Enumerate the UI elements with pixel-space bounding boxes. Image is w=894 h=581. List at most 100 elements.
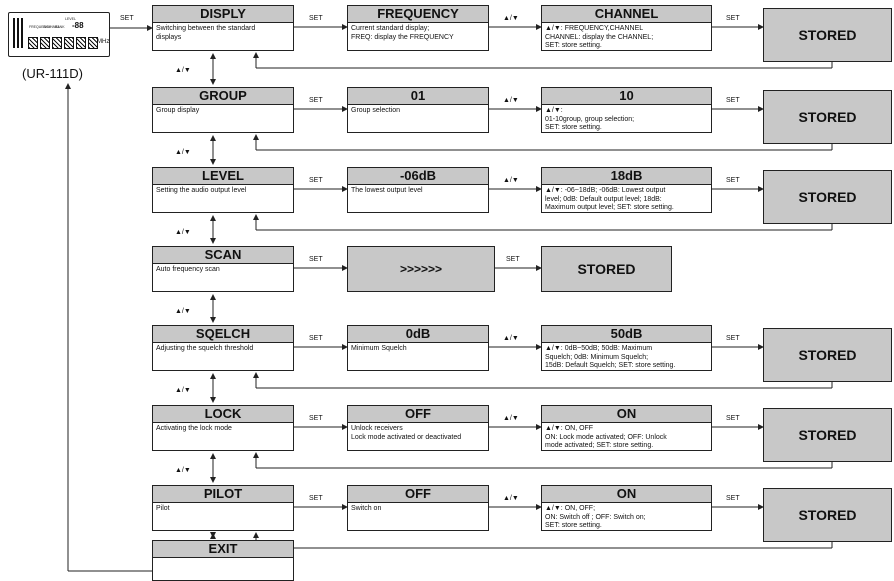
option-0-step3-description: ▲/▼: FREQUENCY,CHANNEL CHANNEL: display …: [545, 25, 654, 49]
stored-box-5: STORED: [763, 408, 892, 462]
option-2-step3: 18dB▲/▼: -06~18dB; -06dB: Lowest output …: [541, 167, 712, 213]
updown-label-6: ▲/▼: [503, 495, 519, 502]
updown-nav-label-0: ▲/▼: [175, 67, 191, 74]
menu-level-title: LEVEL: [153, 168, 293, 185]
option-5-step3-title: ON: [542, 406, 711, 423]
set-label3-4: SET: [726, 335, 740, 342]
updown-label-1: ▲/▼: [503, 97, 519, 104]
option-0-step3: CHANNEL ▲/▼: FREQUENCY,CHANNEL CHANNEL: d…: [541, 5, 712, 51]
updown-label-5: ▲/▼: [503, 415, 519, 422]
option-4-step3-description: ▲/▼: 0dB~50dB; 50dB: Maximum Squelch; 0d…: [545, 345, 676, 369]
set-label-0: SET: [309, 15, 323, 22]
menu-scan: SCAN Auto frequency scan: [152, 246, 294, 292]
option-2-step2-description: The lowest output level: [351, 187, 423, 194]
stored-box-6: STORED: [763, 488, 892, 542]
menu-pilot-title: PILOT: [153, 486, 293, 503]
option-2-step2: -06dB The lowest output level: [347, 167, 489, 213]
updown-label-4: ▲/▼: [503, 335, 519, 342]
set-label2-3: SET: [506, 256, 520, 263]
updown-nav-label-3: ▲/▼: [175, 308, 191, 315]
stored-box-4: STORED: [763, 328, 892, 382]
display-cells: [28, 37, 98, 49]
set-label-4: SET: [309, 335, 323, 342]
menu-disply: DISPLY Switching between the standard dis…: [152, 5, 294, 51]
set-label3-6: SET: [726, 495, 740, 502]
option-6-step3-description: ▲/▼: ON, OFF; ON: Switch off ; OFF: Swit…: [545, 505, 646, 529]
option-6-step3-title: ON: [542, 486, 711, 503]
option-6-step2: OFF Switch on: [347, 485, 489, 531]
signal-bars-icon: [13, 18, 23, 48]
device-set-label: SET: [120, 15, 134, 22]
menu-sqelch-description: Adjusting the squelch threshold: [156, 345, 254, 352]
stored-box-3: STORED: [541, 246, 672, 292]
option-2-step3-title: 18dB: [542, 168, 711, 185]
option-0-step2: FREQUENCY Current standard display; FREQ:…: [347, 5, 489, 51]
option-5-step3: ON ▲/▼: ON, OFF ON: Lock mode activated; …: [541, 405, 712, 451]
option-1-step3-description: ▲/▼: 01-10group, group selection; SET: s…: [545, 107, 635, 131]
tiny-label-level: LEVEL: [65, 17, 76, 21]
option-4-step2-title: 0dB: [348, 326, 488, 343]
menu-level-description: Setting the audio output level: [156, 187, 247, 194]
option-4-step3: 50dB ▲/▼: 0dB~50dB; 50dB: Maximum Squelch…: [541, 325, 712, 371]
tiny-label-frequency: FREQUENCY: [29, 25, 51, 29]
tiny-label-bank: BANK: [55, 25, 65, 29]
set-label3-5: SET: [726, 415, 740, 422]
set-label-5: SET: [309, 415, 323, 422]
option-5-step2-description: Unlock receivers Lock mode activated or …: [351, 425, 462, 441]
option-6-step3: ON ▲/▼: ON, OFF; ON: Switch off ; OFF: Sw…: [541, 485, 712, 531]
menu-sqelch: SQELCH Adjusting the squelch threshold: [152, 325, 294, 371]
menu-scan-title: SCAN: [153, 247, 293, 264]
unit-label: MHz: [97, 39, 110, 45]
option-4-step2-description: Minimum Squelch: [351, 345, 407, 352]
menu-lock-description: Activating the lock mode: [156, 425, 232, 432]
menu-exit: EXIT: [152, 540, 294, 581]
option-5-step3-description: ▲/▼: ON, OFF ON: Lock mode activated; OF…: [545, 425, 667, 449]
option-0-step2-description: Current standard display; FREQ: display …: [351, 25, 454, 41]
option-4-step2: 0dB Minimum Squelch: [347, 325, 489, 371]
set-label-2: SET: [309, 177, 323, 184]
updown-nav-label-5: ▲/▼: [175, 467, 191, 474]
option-1-step2-title: 01: [348, 88, 488, 105]
option-0-step3-title: CHANNEL: [542, 6, 711, 23]
option-5-step2-title: OFF: [348, 406, 488, 423]
option-1-step3-title: 10: [542, 88, 711, 105]
menu-lock: LOCK Activating the lock mode: [152, 405, 294, 451]
set-label3-2: SET: [726, 177, 740, 184]
option-6-step2-title: OFF: [348, 486, 488, 503]
set-label3-1: SET: [726, 97, 740, 104]
set-label-3: SET: [309, 256, 323, 263]
segment-digits: -88: [72, 21, 84, 30]
stored-box-2: STORED: [763, 170, 892, 224]
option-2-step2-title: -06dB: [348, 168, 488, 185]
updown-label-0: ▲/▼: [503, 15, 519, 22]
option-4-step3-title: 50dB: [542, 326, 711, 343]
updown-nav-label-4: ▲/▼: [175, 387, 191, 394]
updown-nav-label-2: ▲/▼: [175, 229, 191, 236]
option-1-step3: 10 ▲/▼: 01-10group, group selection; SET:…: [541, 87, 712, 133]
stored-box-1: STORED: [763, 90, 892, 144]
set-label-1: SET: [309, 97, 323, 104]
option-5-step2: OFF Unlock receivers Lock mode activated …: [347, 405, 489, 451]
menu-disply-description: Switching between the standard displays: [156, 25, 256, 41]
scan-progress: >>>>>>: [347, 246, 495, 292]
updown-label-2: ▲/▼: [503, 177, 519, 184]
set-label3-0: SET: [726, 15, 740, 22]
model-label: (UR-111D): [22, 66, 83, 81]
menu-group-description: Group display: [156, 107, 200, 114]
updown-nav-label-1: ▲/▼: [175, 149, 191, 156]
receiver-display: FREQUENCY CHANNEL BANK LEVEL -88 MHz: [8, 12, 110, 57]
menu-scan-description: Auto frequency scan: [156, 266, 220, 273]
menu-exit-title: EXIT: [153, 541, 293, 558]
menu-sqelch-title: SQELCH: [153, 326, 293, 343]
set-label-6: SET: [309, 495, 323, 502]
menu-lock-title: LOCK: [153, 406, 293, 423]
menu-level: LEVEL Setting the audio output level: [152, 167, 294, 213]
option-6-step2-description: Switch on: [351, 505, 382, 512]
option-0-step2-title: FREQUENCY: [348, 6, 488, 23]
menu-disply-title: DISPLY: [153, 6, 293, 23]
